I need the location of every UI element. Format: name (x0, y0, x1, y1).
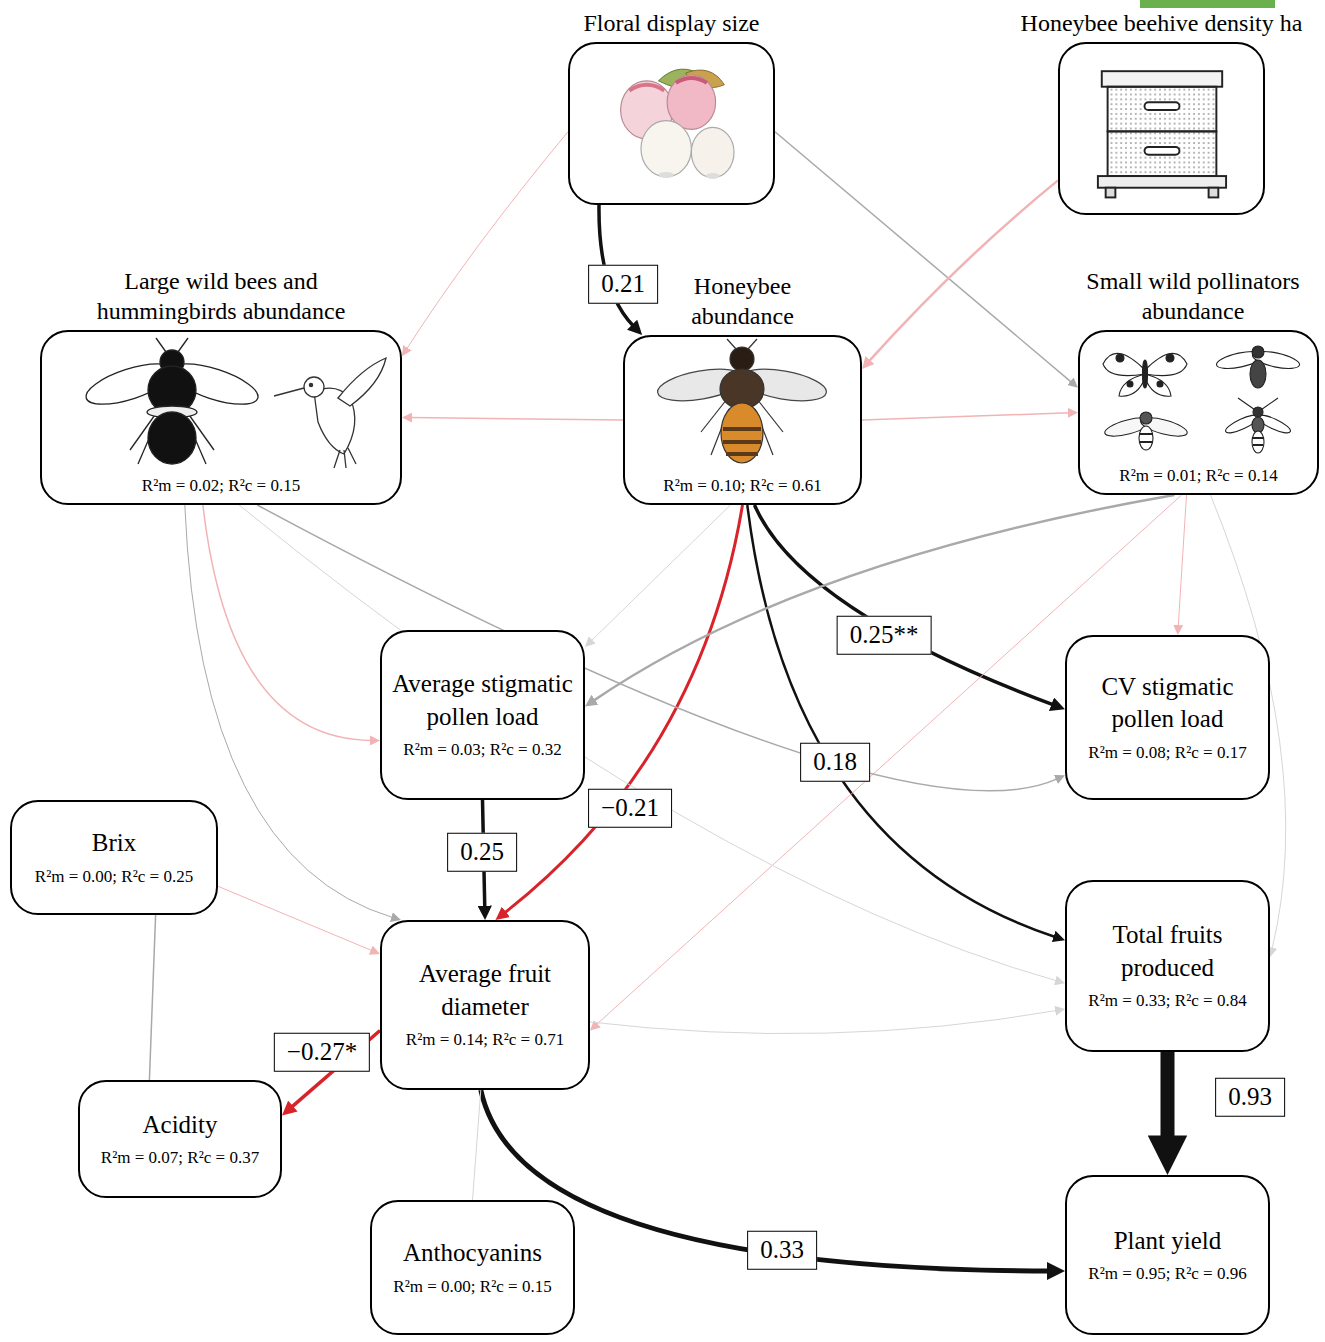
path-connector (473, 1090, 481, 1200)
path-coefficient: −0.27* (274, 1033, 370, 1072)
path-coefficient: −0.21 (588, 789, 672, 828)
path-connector (1161, 1052, 1175, 1143)
path-coefficient: 0.25 (447, 833, 517, 872)
path-connector (868, 180, 1058, 362)
variable-name: Total fruits produced (1077, 919, 1258, 984)
variable-name: Average stigmatic pollen load (392, 668, 573, 733)
variable-box: Average stigmatic pollen loadR²m = 0.03;… (380, 630, 585, 800)
path-connector (291, 1031, 380, 1108)
path-connector (149, 915, 155, 1080)
path-connector (203, 505, 372, 741)
path-coefficient: 0.18 (800, 743, 870, 782)
variable-heading: Honeybee abundance (668, 271, 818, 331)
beehive-body (1098, 71, 1226, 197)
variable-box: Plant yieldR²m = 0.95; R²c = 0.96 (1065, 1175, 1270, 1335)
variable-heading: Honeybee beehive density ha (1021, 8, 1303, 38)
green-bar (1140, 0, 1275, 8)
flower-bells (621, 75, 734, 179)
variable-box: Small wild pollinators abundanceR²m = 0.… (1078, 330, 1319, 495)
hummingbird (274, 358, 386, 468)
variable-box: Floral display size (568, 42, 775, 205)
path-connector (239, 505, 1057, 981)
path-coefficient: 0.21 (588, 265, 658, 304)
variable-box: Large wild bees and hummingbirds abundan… (40, 330, 402, 505)
path-connector (1178, 495, 1186, 627)
bumblebee (82, 338, 263, 464)
variable-name: Brix (22, 827, 206, 860)
r-squared-text: R²m = 0.00; R²c = 0.25 (35, 866, 193, 888)
r-squared-text: R²m = 0.14; R²c = 0.71 (406, 1029, 564, 1051)
path-coefficient: 0.33 (747, 1231, 817, 1270)
path-connector (755, 505, 1055, 705)
r-squared-text: R²m = 0.07; R²c = 0.37 (101, 1147, 259, 1169)
variable-box: BrixR²m = 0.00; R²c = 0.25 (10, 800, 218, 915)
variable-box: Average fruit diameterR²m = 0.14; R²c = … (380, 920, 590, 1090)
honeybee-illustration (625, 337, 860, 472)
r-squared-text: R²m = 0.01; R²c = 0.14 (1080, 465, 1317, 487)
bumblebee-hummingbird-illustration (42, 332, 400, 472)
variable-name: Plant yield (1077, 1225, 1258, 1258)
beehive-illustration (1060, 44, 1263, 212)
r-squared-text: R²m = 0.95; R²c = 0.96 (1088, 1263, 1246, 1285)
r-squared-text: R²m = 0.10; R²c = 0.61 (625, 475, 860, 497)
path-connector (599, 205, 634, 327)
path-connector (590, 1010, 1057, 1033)
r-squared-text: R²m = 0.03; R²c = 0.32 (403, 739, 561, 761)
variable-box: Honeybee abundanceR²m = 0.10; R²c = 0.61 (623, 335, 862, 505)
variable-box: Honeybee beehive density ha (1058, 42, 1265, 215)
honeybee (655, 339, 829, 463)
variable-heading: Floral display size (532, 8, 812, 38)
variable-name: Acidity (90, 1109, 270, 1142)
path-connector (747, 505, 1056, 937)
variable-box: Total fruits producedR²m = 0.33; R²c = 0… (1065, 880, 1270, 1052)
variable-name: Anthocyanins (382, 1237, 563, 1270)
variable-box: AcidityR²m = 0.07; R²c = 0.37 (78, 1080, 282, 1198)
path-coefficient: 0.93 (1215, 1078, 1285, 1117)
path-connector (406, 132, 568, 350)
path-connector (483, 800, 485, 909)
variable-heading: Small wild pollinators abundance (1068, 266, 1318, 326)
small-pollinators-illustration (1080, 332, 1317, 457)
path-connector (410, 418, 623, 420)
r-squared-text: R²m = 0.00; R²c = 0.15 (393, 1276, 551, 1298)
variable-name: CV stigmatic pollen load (1077, 671, 1258, 736)
r-squared-text: R²m = 0.33; R²c = 0.84 (1088, 990, 1246, 1012)
small-bee (1215, 346, 1301, 388)
r-squared-text: R²m = 0.02; R²c = 0.15 (42, 475, 400, 497)
path-coefficient: 0.25** (837, 616, 932, 655)
flower-illustration (570, 44, 773, 202)
variable-box: AnthocyaninsR²m = 0.00; R²c = 0.15 (370, 1200, 575, 1335)
variable-box: CV stigmatic pollen loadR²m = 0.08; R²c … (1065, 635, 1270, 800)
path-connector (591, 505, 731, 641)
r-squared-text: R²m = 0.08; R²c = 0.17 (1088, 742, 1246, 764)
variable-name: Average fruit diameter (392, 958, 578, 1023)
path-connector (862, 413, 1070, 420)
path-connector (218, 886, 373, 951)
wasp (1224, 398, 1293, 453)
variable-heading: Large wild bees and hummingbirds abundan… (71, 266, 371, 326)
path-connector (257, 505, 1057, 791)
butterfly (1103, 353, 1187, 396)
fly (1103, 412, 1189, 450)
